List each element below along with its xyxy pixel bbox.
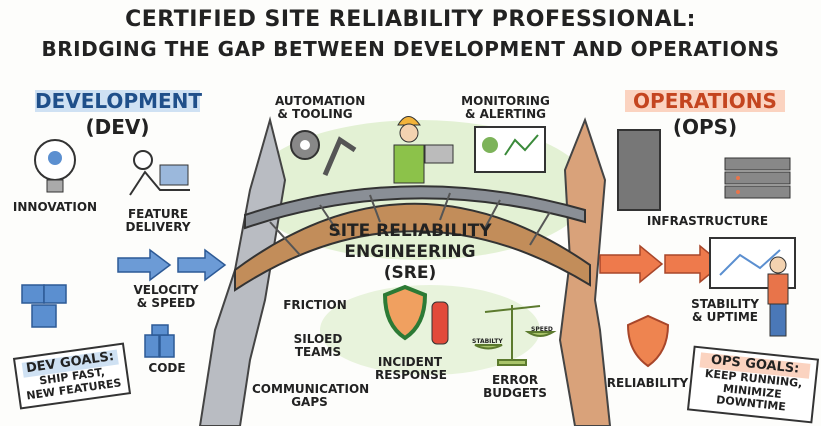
gears-icon — [290, 130, 357, 176]
bridge — [234, 185, 591, 292]
server-rack-icon — [617, 129, 791, 211]
label-monitoring-alerting: MONITORING & ALERTING — [461, 94, 550, 122]
label-automation-tooling: AUTOMATION & TOOLING — [275, 94, 366, 122]
blocks-icon — [21, 284, 175, 358]
ops-goals-sign: OPS GOALS: KEEP RUNNING, MINIMIZE DOWNTI… — [686, 345, 820, 424]
sre-line-1: SITE RELIABILITY — [328, 221, 492, 241]
dev-heading: DEVELOPMENT — [35, 89, 203, 113]
label-friction: FRICTION — [283, 298, 347, 312]
shield-icon — [382, 284, 428, 341]
fire-extinguisher-icon — [431, 301, 449, 345]
label-reliability: RELIABILITY — [606, 376, 689, 390]
monitoring-dashboard-icon — [474, 126, 546, 173]
ops-subheading: (OPS) — [672, 115, 738, 139]
label-feature-delivery: FEATURE DELIVERY — [125, 207, 191, 235]
label-innovation: INNOVATION — [12, 200, 98, 214]
reliability-shield-icon — [626, 314, 670, 368]
scale-icon — [474, 305, 557, 366]
engineer-icon — [393, 116, 454, 184]
dev-subheading: (DEV) — [85, 115, 150, 139]
scale-label-speed: SPEED — [531, 326, 553, 333]
ops-arrows — [599, 244, 724, 284]
sre-line-2: ENGINEERING — [344, 242, 476, 262]
label-siloed-teams: SILOED TEAMS — [293, 332, 343, 360]
label-stability-uptime: STABILITY & UPTIME — [691, 297, 759, 325]
lightbulb-icon — [34, 139, 76, 193]
label-incident-response: INCIDENT RESPONSE — [375, 355, 447, 383]
ops-engineer-icon — [709, 237, 796, 337]
sre-line-3: (SRE) — [383, 263, 437, 283]
green-wash-lower — [320, 285, 540, 375]
label-infrastructure: INFRASTRUCTURE — [646, 214, 769, 228]
title-line-2: BRIDGING THE GAP BETWEEN DEVELOPMENT AND… — [41, 37, 780, 61]
label-communication-gaps: COMMUNICATION GAPS — [252, 382, 370, 410]
developer-icon — [129, 150, 190, 196]
velocity-arrows — [117, 248, 227, 282]
label-velocity-speed: VELOCITY & SPEED — [133, 283, 199, 311]
title-line-1: CERTIFIED SITE RELIABILITY PROFESSIONAL: — [125, 7, 696, 32]
label-code: CODE — [148, 361, 186, 375]
scale-label-stability: STABILTY — [472, 338, 503, 345]
label-error-budgets: ERROR BUDGETS — [483, 373, 547, 401]
ops-heading: OPERATIONS — [625, 90, 785, 112]
